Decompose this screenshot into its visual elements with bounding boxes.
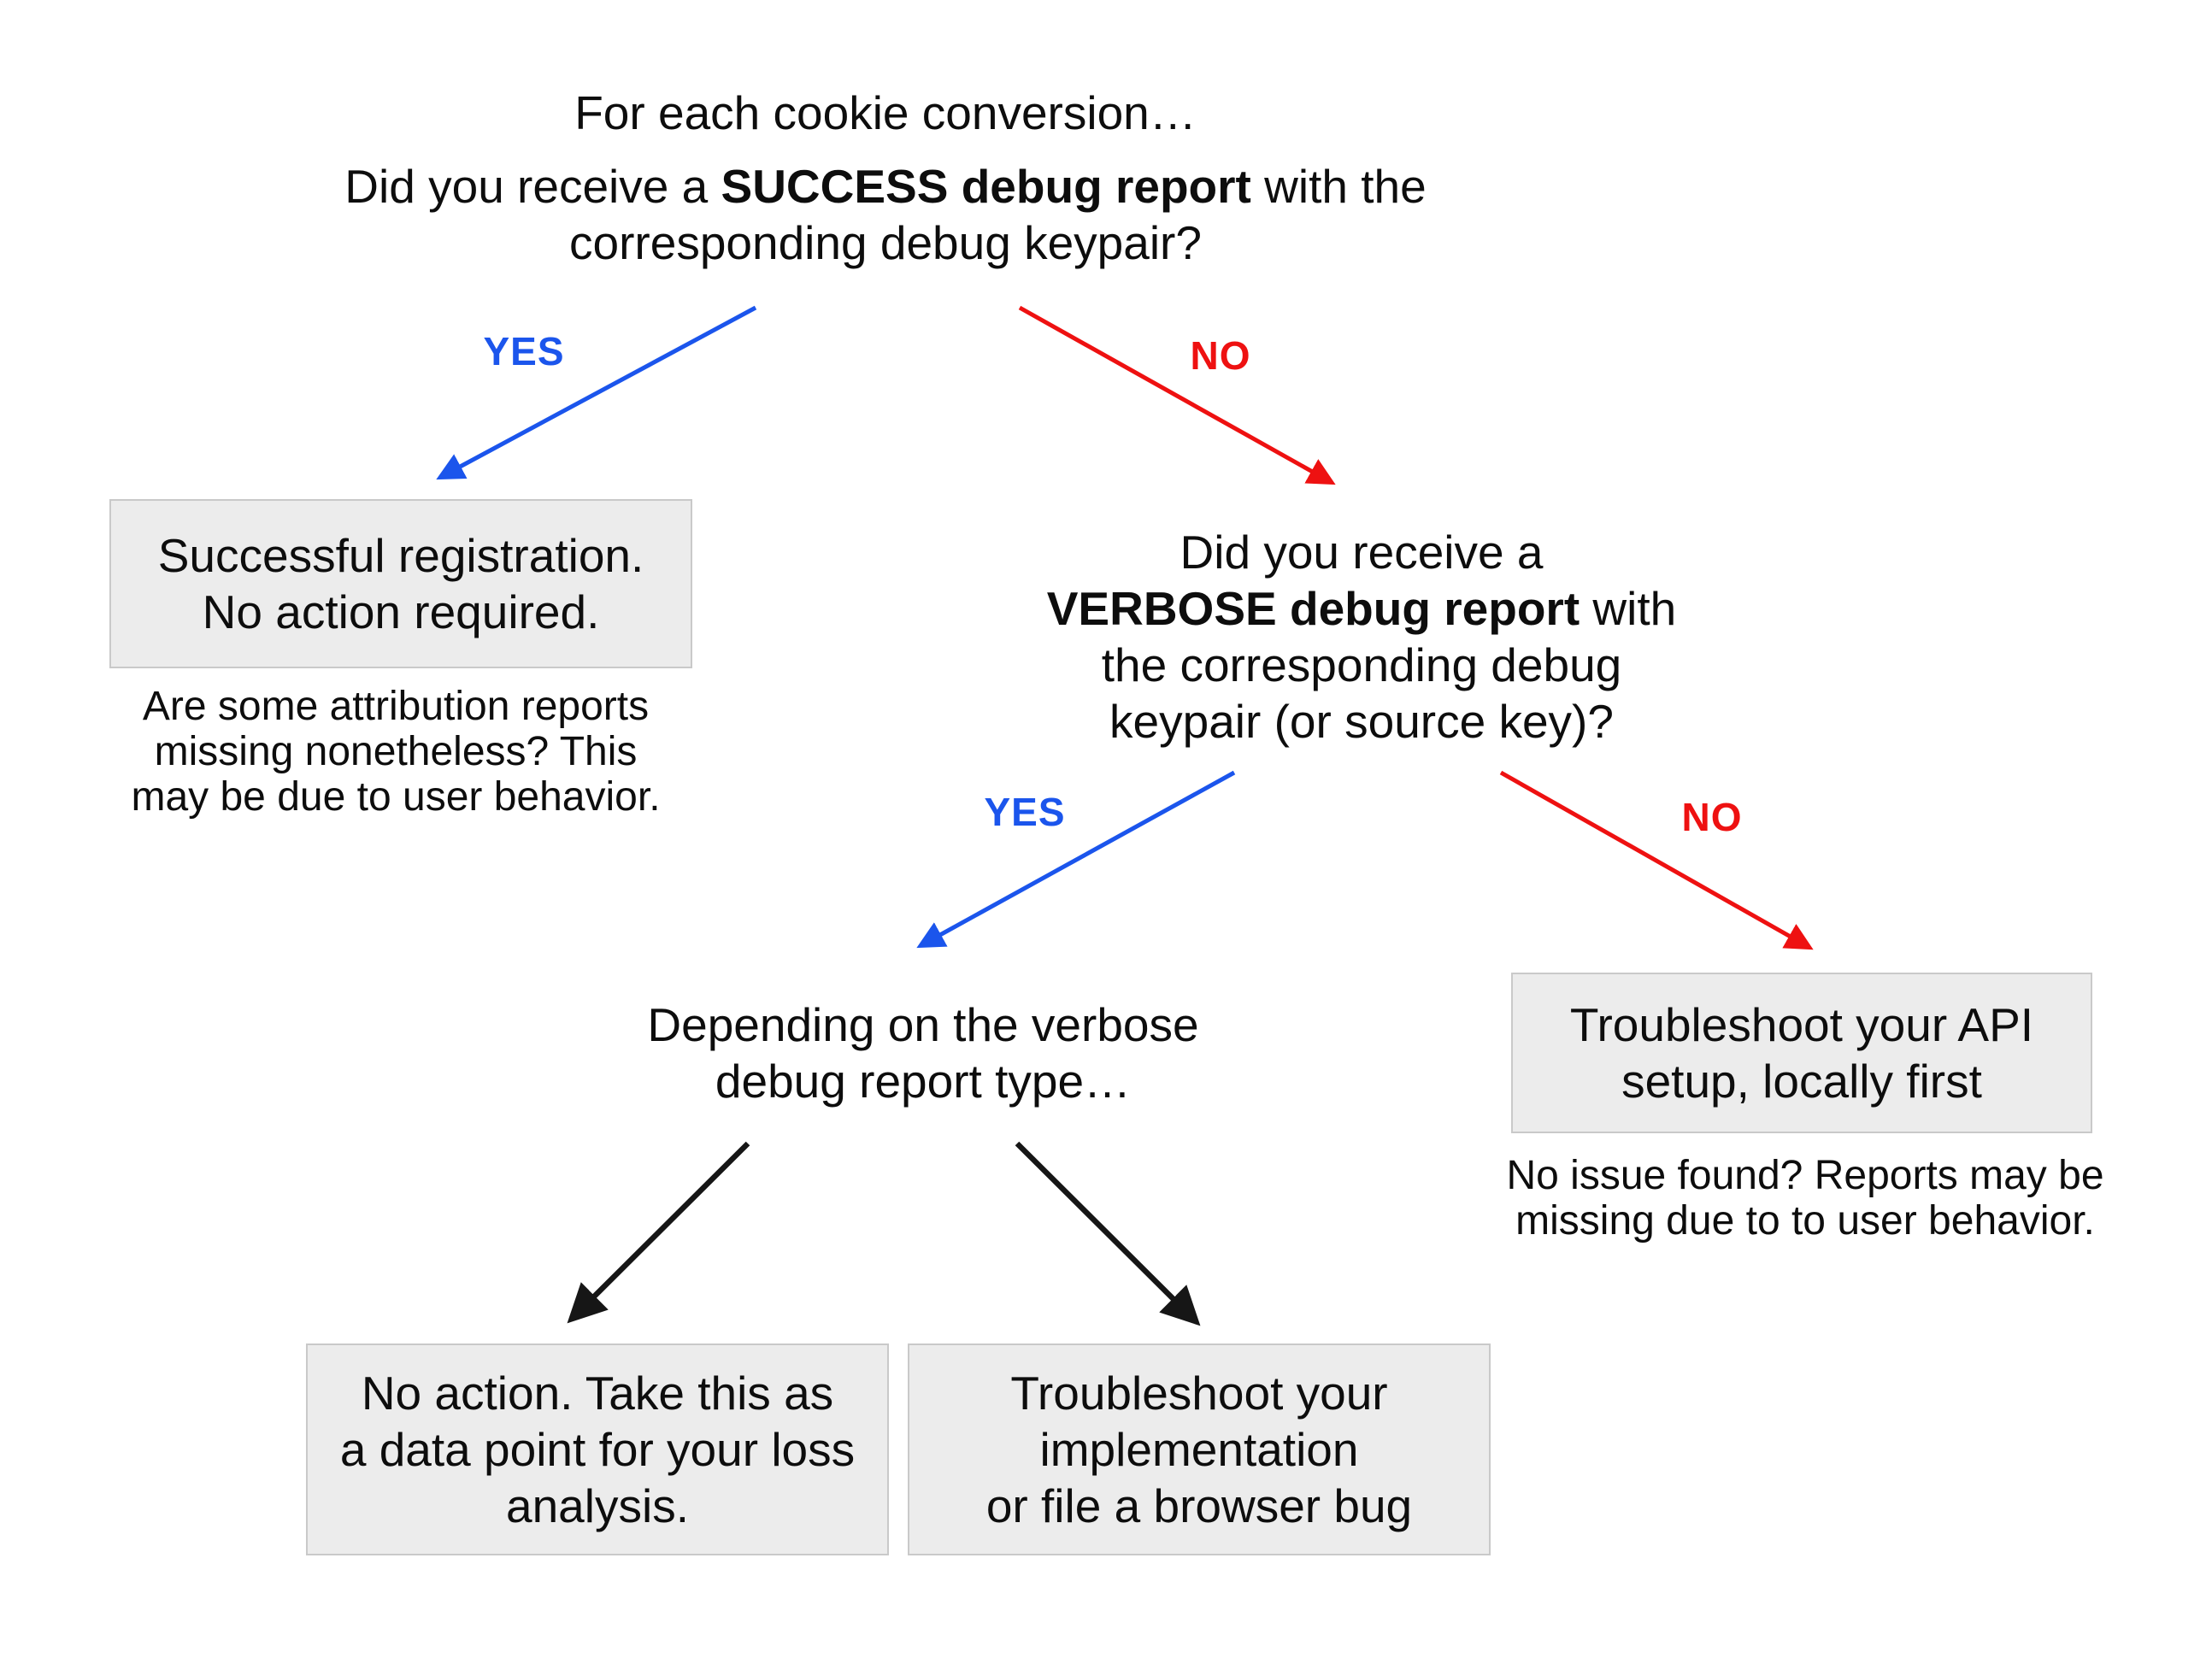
node-troubleshoot-api-setup: Troubleshoot your API setup, locally fir… bbox=[1511, 973, 2092, 1133]
node-troubleshoot-implementation: Troubleshoot your implementation or file… bbox=[908, 1343, 1491, 1555]
question-success-line1: Did you receive a SUCCESS debug report w… bbox=[344, 160, 1427, 213]
verbose-debug-report-bold: VERBOSE debug report bbox=[1046, 582, 1580, 635]
question-verbose-line1: Did you receive a bbox=[1180, 526, 1544, 579]
arrow-depending-right bbox=[1015, 1141, 1201, 1326]
question-success-report: Did you receive a SUCCESS debug report w… bbox=[244, 158, 1527, 271]
arrow-depending-left bbox=[567, 1141, 750, 1324]
page-title: For each cookie conversion… bbox=[330, 85, 1441, 141]
node-no-action-loss-analysis: No action. Take this as a data point for… bbox=[306, 1343, 889, 1555]
node-depending-on-type: Depending on the verbose debug report ty… bbox=[647, 998, 1199, 1108]
node-successful-registration-line2: No action required. bbox=[202, 585, 600, 638]
label-q2-no: NO bbox=[1681, 795, 1743, 839]
question-verbose-line4: keypair (or source key)? bbox=[1109, 695, 1614, 748]
question-verbose-line2: VERBOSE debug report with bbox=[1046, 582, 1677, 635]
question-success-line2: corresponding debug keypair? bbox=[569, 216, 1202, 269]
note-attribution-reports: Are some attribution reports missing non… bbox=[131, 684, 661, 820]
question-verbose-report: Did you receive a VERBOSE debug report w… bbox=[934, 524, 1789, 750]
title-text: For each cookie conversion… bbox=[574, 86, 1197, 139]
label-q1-no: NO bbox=[1190, 333, 1251, 378]
note-no-issue-found: No issue found? Reports may be missing d… bbox=[1506, 1153, 2104, 1244]
success-debug-report-bold: SUCCESS debug report bbox=[721, 160, 1251, 213]
label-q2-yes: YES bbox=[984, 790, 1066, 834]
node-successful-registration-line1: Successful registration. bbox=[157, 529, 644, 582]
node-successful-registration: Successful registration. No action requi… bbox=[109, 499, 692, 668]
question-verbose-line3: the corresponding debug bbox=[1101, 638, 1622, 691]
label-q1-yes: YES bbox=[483, 329, 565, 373]
